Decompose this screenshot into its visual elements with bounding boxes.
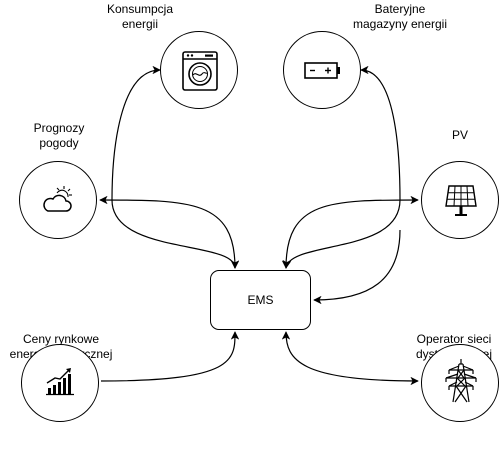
battery-icon [304, 62, 340, 79]
node-consumption [160, 31, 238, 109]
edge-market-ems [100, 331, 240, 382]
power-pylon-icon [445, 359, 477, 403]
node-dso [421, 344, 499, 422]
label-consumption-line1: Konsumpcja [106, 2, 174, 16]
label-dso-line1: Operator sieci [416, 332, 492, 346]
edge-weather-ems [99, 195, 240, 269]
node-market [21, 344, 99, 422]
solar-panel-icon [445, 185, 477, 216]
ems-node: EMS [210, 270, 311, 330]
label-consumption-line2: energii [121, 17, 159, 31]
node-battery [283, 31, 361, 109]
ems-label: EMS [247, 293, 274, 307]
washing-machine-icon [182, 51, 218, 91]
label-weather-line1: Prognozy [33, 121, 85, 135]
label-battery: Bateryjne magazyny energii [340, 2, 460, 32]
node-weather [19, 161, 97, 239]
label-battery-line2: magazyny energii [352, 17, 448, 31]
label-weather-line2: pogody [39, 136, 79, 150]
label-battery-line1: Bateryjne [374, 2, 426, 16]
label-pv-line1: PV [451, 128, 468, 142]
label-consumption: Konsumpcja energii [100, 2, 180, 32]
edge-pv-ems [281, 195, 419, 269]
node-pv [421, 161, 499, 239]
label-market-line1: Ceny rynkowe [22, 332, 100, 346]
edge-battery-ems-lower [313, 229, 401, 305]
label-pv: PV [420, 128, 500, 143]
label-weather: Prognozy pogody [19, 121, 99, 151]
edge-dso-ems [281, 331, 419, 386]
cloud-sun-icon [43, 186, 72, 212]
growth-chart-icon [46, 368, 74, 396]
